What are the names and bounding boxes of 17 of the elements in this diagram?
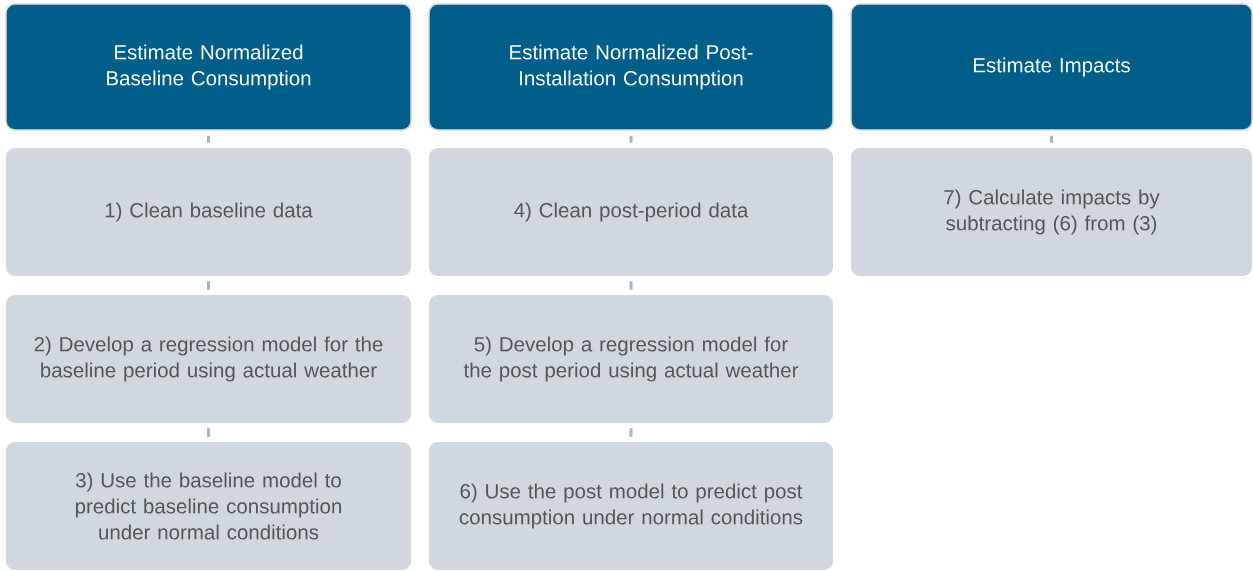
connector-line — [629, 135, 633, 143]
header-box: Estimate Normalized Baseline Consumption — [5, 3, 412, 131]
step-box: 5) Develop a regression model for the post period using actual weather — [429, 295, 833, 423]
connector-line — [629, 428, 633, 437]
connector-line — [207, 428, 210, 437]
connector-line — [629, 281, 633, 290]
connector-line — [207, 281, 210, 290]
connector-line — [207, 135, 210, 143]
step-box: 1) Clean baseline data — [6, 148, 411, 276]
step-box: 4) Clean post-period data — [429, 148, 833, 276]
header-box: Estimate Impacts — [850, 3, 1253, 131]
step-box: 6) Use the post model to predict post consumption under normal conditions — [429, 442, 833, 570]
step-box: 2) Develop a regression model for the baseline period using actual weather — [6, 295, 411, 423]
step-box: 7) Calculate impacts by subtracting (6) from (3) — [851, 148, 1252, 276]
step-box: 3) Use the baseline model to predict baseline consumption under normal conditions — [6, 442, 411, 570]
connector-line — [1050, 135, 1053, 143]
header-box: Estimate Normalized Post-Installation Consumption — [428, 3, 834, 131]
